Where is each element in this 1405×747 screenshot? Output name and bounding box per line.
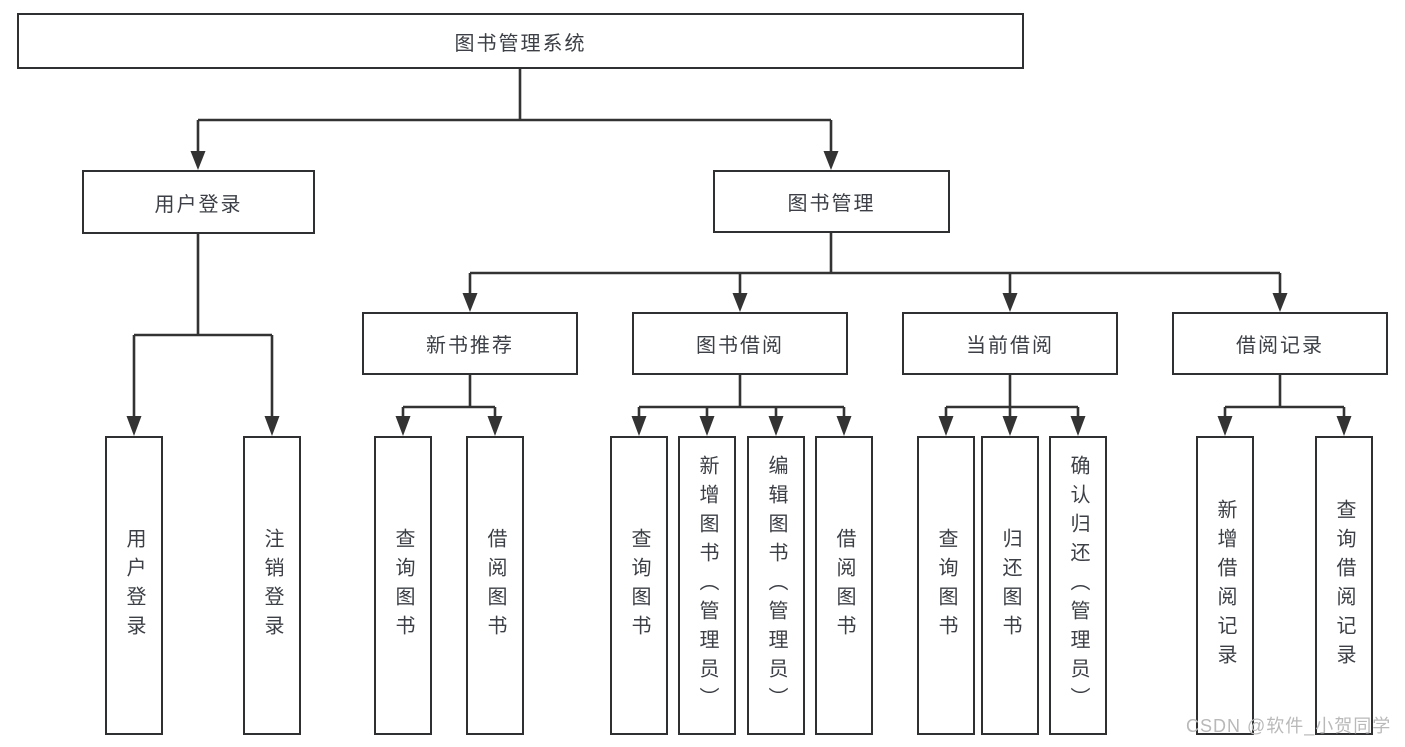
node-label: 用户登录 xyxy=(123,527,145,644)
node-label: 归还图书 xyxy=(999,527,1021,644)
node-label: 图书管理系统 xyxy=(454,32,587,55)
leaf-newbook-query-books: 查询图书 xyxy=(374,436,432,735)
node-label: 新书推荐 xyxy=(426,335,514,357)
node-label: 查询借阅记录 xyxy=(1333,498,1355,673)
leaf-borrow-add-books-admin: 新增图书（管理员） xyxy=(678,436,736,735)
arrowhead-icons xyxy=(126,151,1352,436)
node-book-borrowing: 图书借阅 xyxy=(632,312,848,375)
node-label: 新增借阅记录 xyxy=(1214,498,1236,673)
node-label: 编辑图书（管理员） xyxy=(765,455,787,716)
leaf-newbook-borrow-books: 借阅图书 xyxy=(466,436,524,735)
node-borrowing-records: 借阅记录 xyxy=(1172,312,1388,375)
leaf-current-query-books: 查询图书 xyxy=(917,436,975,735)
node-label: 查询图书 xyxy=(392,527,414,644)
leaf-current-confirm-return-admin: 确认归还（管理员） xyxy=(1049,436,1107,735)
node-label: 借阅图书 xyxy=(484,527,506,644)
leaf-borrow-borrow-books: 借阅图书 xyxy=(815,436,873,735)
node-label: 当前借阅 xyxy=(966,335,1054,357)
node-user-login-branch: 用户登录 xyxy=(82,170,315,234)
leaf-records-query-record: 查询借阅记录 xyxy=(1315,436,1373,735)
node-label: 确认归还（管理员） xyxy=(1067,455,1089,716)
node-label: 查询图书 xyxy=(935,527,957,644)
node-label: 借阅图书 xyxy=(833,527,855,644)
node-current-borrowing: 当前借阅 xyxy=(902,312,1118,375)
node-root-system: 图书管理系统 xyxy=(17,13,1024,69)
node-label: 新增图书（管理员） xyxy=(696,455,718,716)
node-new-book-recommend: 新书推荐 xyxy=(362,312,578,375)
leaf-borrow-edit-books-admin: 编辑图书（管理员） xyxy=(747,436,805,735)
node-label: 注销登录 xyxy=(261,527,283,644)
node-book-management: 图书管理 xyxy=(713,170,950,233)
node-label: 图书借阅 xyxy=(696,335,784,357)
leaf-borrow-query-books: 查询图书 xyxy=(610,436,668,735)
leaf-logout: 注销登录 xyxy=(243,436,301,735)
leaf-user-login: 用户登录 xyxy=(105,436,163,735)
node-label: 查询图书 xyxy=(628,527,650,644)
node-label: 图书管理 xyxy=(787,193,876,215)
leaf-current-return-books: 归还图书 xyxy=(981,436,1039,735)
node-label: 借阅记录 xyxy=(1236,335,1324,357)
leaf-records-add-record: 新增借阅记录 xyxy=(1196,436,1254,735)
csdn-watermark: CSDN @软件_小贺同学 xyxy=(1186,716,1392,736)
node-label: 用户登录 xyxy=(154,193,243,216)
